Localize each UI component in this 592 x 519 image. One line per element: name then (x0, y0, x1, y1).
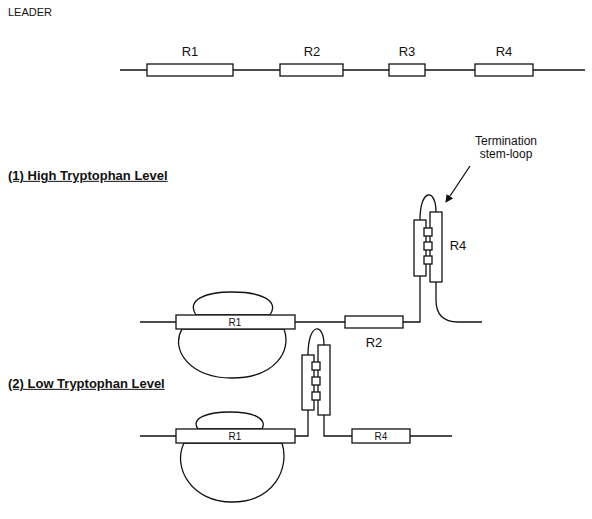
region-label: R1 (229, 317, 242, 328)
base-pair (312, 377, 320, 385)
base-pair (424, 256, 432, 264)
section-heading: (1) High Tryptophan Level (8, 169, 168, 183)
region-box (475, 64, 533, 76)
region-box (352, 429, 410, 443)
base-pair (312, 392, 320, 400)
region-label: R2 (304, 45, 321, 59)
region-box (280, 64, 343, 76)
region-label: R4 (496, 45, 513, 59)
region-box (345, 316, 403, 328)
ribosome-small-subunit (196, 412, 263, 429)
ribosome-small-subunit (193, 292, 272, 315)
region-box (147, 64, 233, 76)
hairpin-loop (308, 329, 324, 355)
region-label: R3 (399, 45, 416, 59)
ribosome-large-subunit (181, 443, 284, 502)
diagram-title: LEADER (8, 6, 52, 18)
base-pair (424, 228, 432, 236)
region-label: R4 (450, 239, 467, 253)
region-label: R2 (366, 336, 383, 350)
region-box (389, 64, 425, 76)
ribosome-large-subunit (179, 329, 286, 378)
base-pair (424, 242, 432, 250)
mrna-strand (436, 282, 482, 322)
region-label: R1 (229, 431, 242, 442)
region-label: R1 (182, 45, 199, 59)
callout-label: Termination stem-loop (464, 135, 548, 161)
region-box (176, 315, 295, 329)
section-heading: (2) Low Tryptophan Level (8, 377, 165, 391)
region-box (176, 429, 295, 443)
hairpin-loop (420, 195, 436, 220)
leader-arrow (446, 166, 470, 202)
base-pair (312, 362, 320, 370)
region-label: R4 (375, 431, 388, 442)
